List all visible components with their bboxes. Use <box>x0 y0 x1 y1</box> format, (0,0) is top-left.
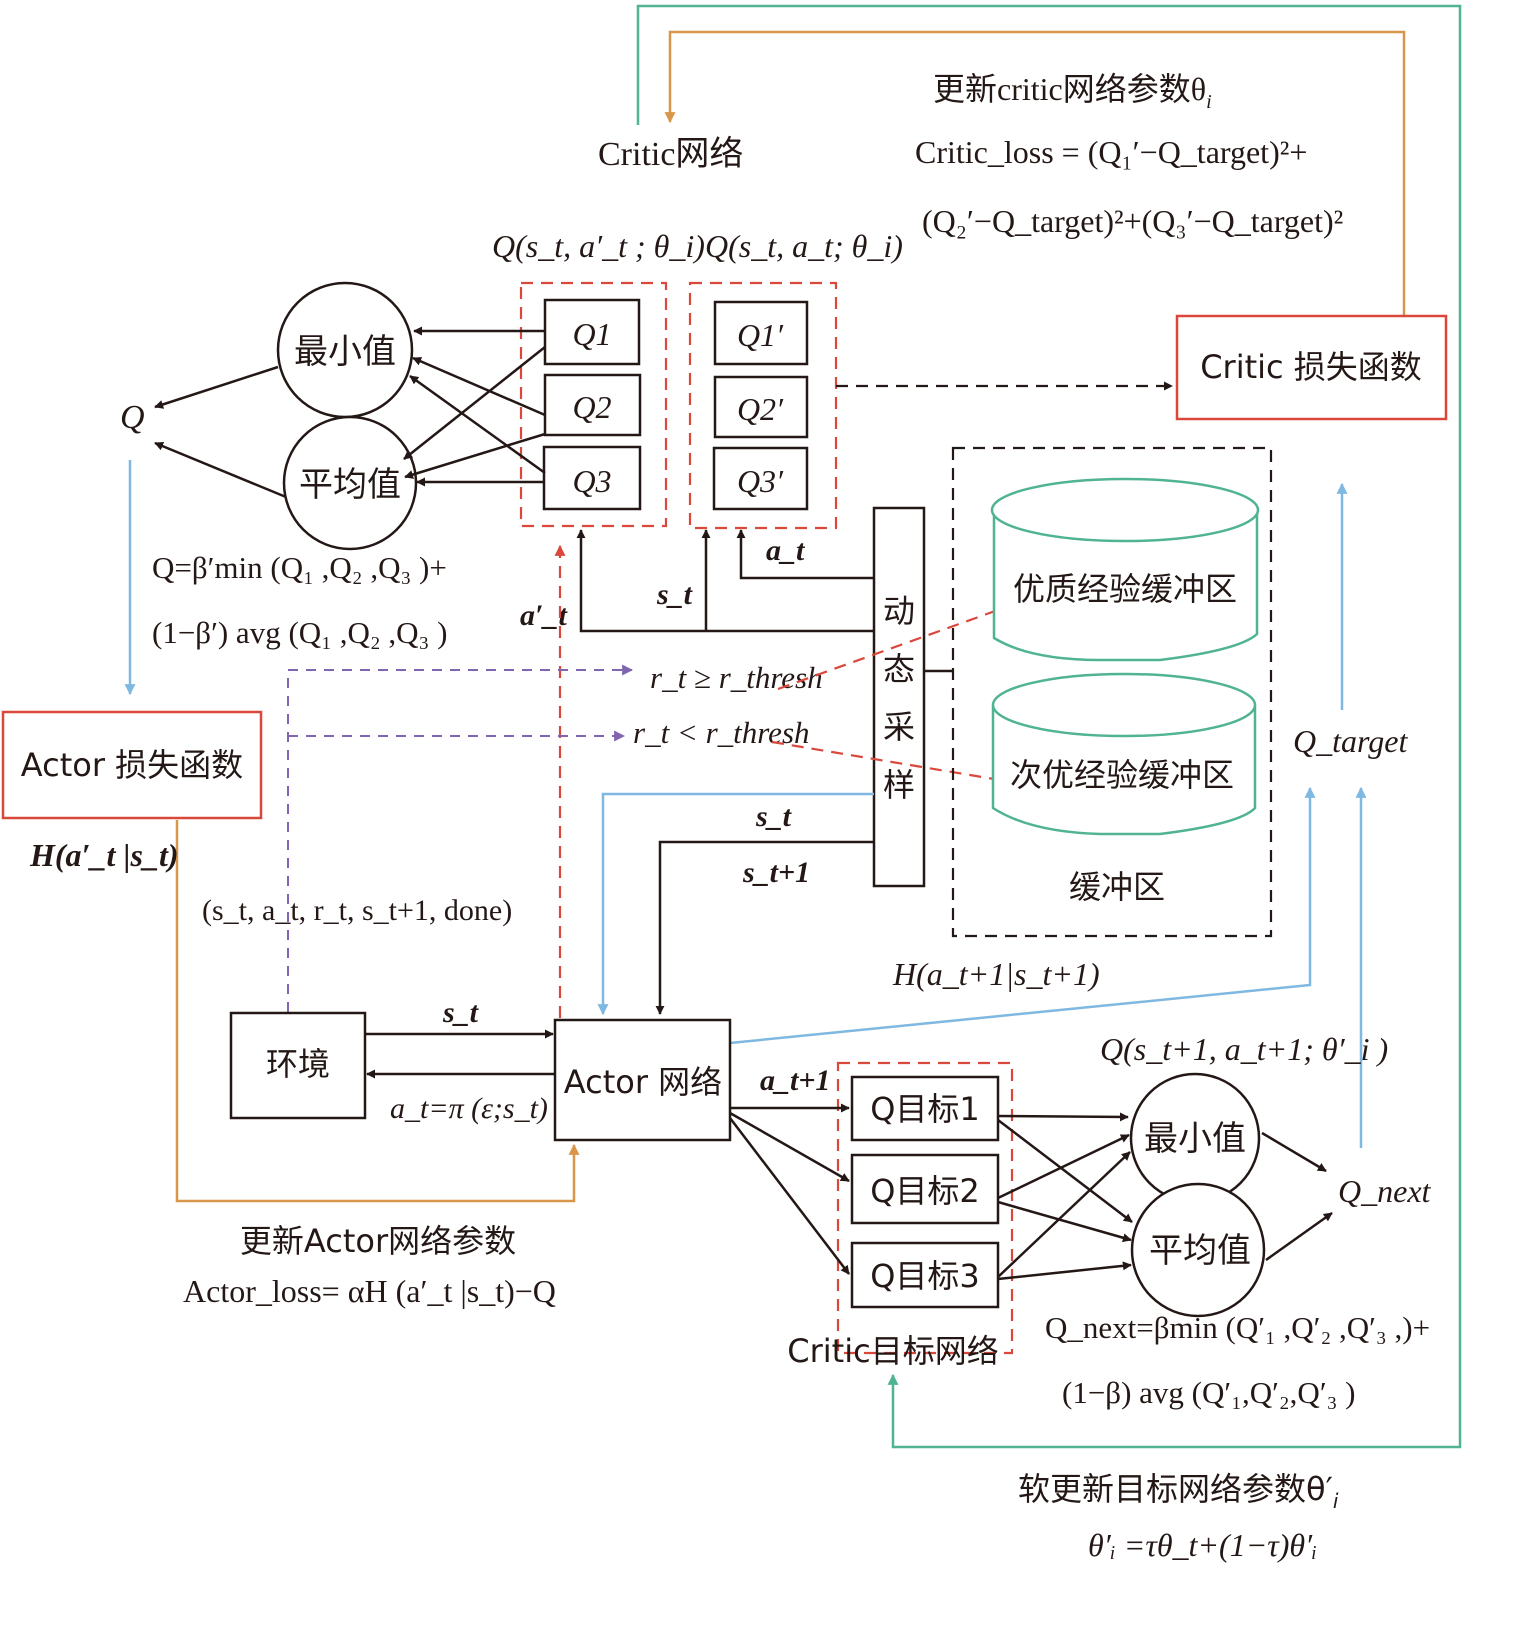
env-state-label: s_t <box>442 996 480 1029</box>
actor-entropy-label: H(a′_t |s_t) <box>29 837 178 873</box>
transition-tuple-label: (s_t, a_t, r_t, s_t+1, done) <box>202 894 512 927</box>
sampling-char-4: 样 <box>883 766 915 804</box>
soft-update-title: 软更新目标网络参数θ′i <box>1018 1470 1339 1513</box>
q-next-formula-line1: Q_next=βmin (Q′₁ ,Q′₂ ,Q′₃ ,)+ <box>1045 1310 1430 1345</box>
q-target-1-label: Q目标1 <box>870 1090 980 1128</box>
critic-update-title: 更新critic网络参数θi <box>933 71 1212 113</box>
critic-q-boxes-right: Q1′ Q2′ Q3′ <box>712 300 809 511</box>
q3-prime-box[interactable] <box>712 446 809 511</box>
actor-network-box[interactable] <box>553 1018 732 1142</box>
actor-network-label: Actor 网络 <box>564 1063 722 1101</box>
high-quality-buffer-label: 优质经验缓冲区 <box>1013 570 1237 608</box>
next-state-to-actor-arrow <box>655 840 874 1015</box>
avg-node-label: 平均值 <box>299 465 401 505</box>
actor-loss-label: Actor 损失函数 <box>21 746 243 784</box>
q1-prime-box[interactable] <box>713 300 809 366</box>
dynamic-sampling-box[interactable] <box>872 506 926 888</box>
sampling-char-2: 态 <box>883 650 915 688</box>
sampling-to-critic-arrows <box>576 529 874 633</box>
low-quality-buffer-label: 次优经验缓冲区 <box>1010 756 1234 794</box>
env-action-label: a_t=π (ε;s_t) <box>390 1092 548 1125</box>
soft-update-loop-arrow <box>636 4 1462 1449</box>
target-avg-label: 平均值 <box>1149 1231 1251 1271</box>
actor-update-arrow <box>175 820 580 1203</box>
q-next-label: Q_next <box>1338 1173 1432 1209</box>
critic-loss-formula-line1: Critic_loss = (Q₁′−Q_target)²+ <box>915 134 1307 170</box>
target-to-aggregate-arrows <box>997 1112 1333 1281</box>
actor-loss-formula: Actor_loss= αH (a′_t |s_t)−Q <box>183 1273 556 1309</box>
high-quality-buffer[interactable]: 优质经验缓冲区 <box>990 477 1260 662</box>
q-next-formula-line2: (1−β) avg (Q′₁,Q′₂,Q′₃ ) <box>1062 1375 1356 1410</box>
critic-loss-formula-line2: (Q₂′−Q_target)²+(Q₃′−Q_target)² <box>922 203 1343 239</box>
q-target-2-box[interactable] <box>850 1153 1000 1225</box>
q-target-3-label: Q目标3 <box>870 1257 980 1295</box>
q3-box[interactable] <box>542 445 642 511</box>
target-min-label: 最小值 <box>1144 1119 1246 1159</box>
replay-buffer-container <box>951 446 1273 938</box>
q-target-3-box[interactable] <box>850 1241 1000 1309</box>
min-node-label: 最小值 <box>294 332 396 372</box>
environment-label: 环境 <box>266 1045 330 1083</box>
state-to-actor-blue-arrow <box>597 792 874 1016</box>
buffer-label: 缓冲区 <box>1069 868 1165 906</box>
q2-prime-box[interactable] <box>713 375 809 439</box>
critic-group-sampled <box>519 281 668 528</box>
sampling-char-1: 动 <box>883 592 915 630</box>
q-label-sampled-action: Q(s_t, a′_t ; θ_i) <box>492 228 705 264</box>
sampling-char-3: 采 <box>883 708 915 746</box>
q1-label: Q1 <box>572 316 611 352</box>
next-action-label: a_t+1 <box>760 1064 830 1097</box>
q2-label: Q2 <box>572 389 611 425</box>
critic-update-arrow <box>664 30 1406 315</box>
q2-prime-label: Q2′ <box>737 391 784 427</box>
q2-box[interactable] <box>543 373 642 437</box>
critic-loss-box[interactable] <box>1175 314 1448 421</box>
soft-update-formula: θ′ᵢ =τθ_t+(1−τ)θ′ᵢ <box>1088 1527 1317 1563</box>
actor-loss-box[interactable] <box>1 710 263 820</box>
actor-update-title: 更新Actor网络参数 <box>240 1222 516 1260</box>
q1-prime-label: Q1′ <box>737 317 784 353</box>
target-q-label: Q(s_t+1, a_t+1; θ′_i ) <box>1100 1031 1388 1067</box>
critic-q-boxes-left: Q1 Q2 Q3 <box>542 298 642 511</box>
state-label-top: s_t <box>656 578 694 611</box>
q-formula-line1: Q=β′min (Q₁ ,Q₂ ,Q₃ )+ <box>152 550 447 585</box>
q-target-1-box[interactable] <box>850 1075 1000 1142</box>
critic-target-group <box>836 1061 1014 1355</box>
avg-node <box>282 415 418 551</box>
critic-loss-label: Critic 损失函数 <box>1200 348 1422 386</box>
entropy-to-q-target-arrow <box>729 786 1316 1045</box>
critic-network-label: Critic网络 <box>598 135 743 173</box>
action-label-top: a_t <box>766 534 806 567</box>
sampled-action-label: a′_t <box>520 599 568 632</box>
q-label-stored-action: Q(s_t, a_t; θ_i) <box>705 228 903 264</box>
q3-label: Q3 <box>572 463 611 499</box>
q3-prime-label: Q3′ <box>737 463 784 499</box>
q-formula-line2: (1−β′) avg (Q₁ ,Q₂ ,Q₃ ) <box>152 615 447 650</box>
q-target-2-label: Q目标2 <box>870 1172 980 1210</box>
q-to-aggregate-arrows <box>154 326 546 499</box>
next-entropy-label: H(a_t+1|s_t+1) <box>892 956 1100 992</box>
target-avg-node <box>1130 1182 1266 1318</box>
critic-group-stored <box>688 281 838 530</box>
state-label-mid: s_t <box>755 800 793 833</box>
low-quality-buffer[interactable]: 次优经验缓冲区 <box>991 672 1257 836</box>
critic-target-network-label: Critic目标网络 <box>787 1332 998 1370</box>
q-output-label: Q <box>120 399 145 436</box>
reward-routing-arrows <box>287 664 634 1012</box>
q1-box[interactable] <box>543 298 641 366</box>
q-target-label: Q_target <box>1293 723 1408 759</box>
next-state-label: s_t+1 <box>742 856 810 889</box>
actor-to-target-arrows <box>729 1103 850 1275</box>
environment-box[interactable] <box>229 1011 367 1120</box>
reward-high-condition: r_t ≥ r_thresh <box>650 660 823 695</box>
